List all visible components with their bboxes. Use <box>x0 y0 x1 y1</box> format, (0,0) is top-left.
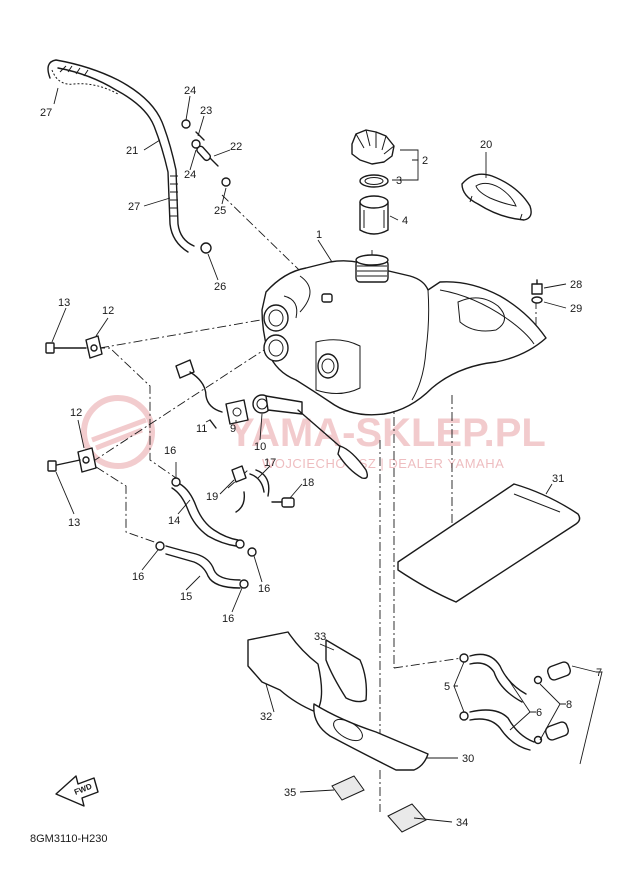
mount-hardware <box>45 335 103 473</box>
leader-lines <box>51 87 603 823</box>
callout-30: 30 <box>462 753 474 765</box>
callout-9: 9 <box>230 423 236 435</box>
callout-3: 3 <box>396 175 402 187</box>
fuel-tank <box>261 254 547 416</box>
watermark-title: YAMA-SKLEP.PL <box>228 411 546 455</box>
watermark: YAMA-SKLEP.PL WOJCIECHOWSZ | DEALER YAMA… <box>81 395 546 471</box>
fuel-sender <box>175 359 369 480</box>
pads-34-35 <box>331 775 427 833</box>
callout-28: 28 <box>570 279 582 291</box>
callout-1: 1 <box>316 229 322 241</box>
callout-32: 32 <box>260 711 272 723</box>
callout-31: 31 <box>552 473 564 485</box>
carry-handle <box>461 173 532 221</box>
callout-4: 4 <box>402 215 408 227</box>
watermark-subtitle: WOJCIECHOWSZ | DEALER YAMAHA <box>262 456 504 471</box>
callout-33: 33 <box>314 631 326 643</box>
callout-27b: 27 <box>128 201 140 213</box>
callout-24a: 24 <box>184 85 196 97</box>
callout-16c: 16 <box>258 583 270 595</box>
callout-14: 14 <box>168 515 180 527</box>
callout-11: 11 <box>196 423 207 435</box>
bolt-28-29 <box>531 279 543 304</box>
callout-16d: 16 <box>222 613 234 625</box>
callout-10: 10 <box>254 441 266 453</box>
diagram-code: 8GM3110-H230 <box>30 833 107 845</box>
callout-18: 18 <box>302 477 314 489</box>
callout-34: 34 <box>456 817 468 829</box>
fwd-arrow-icon: FWD <box>55 775 99 807</box>
drain-hoses <box>459 653 572 751</box>
callout-7: 7 <box>596 667 602 679</box>
callout-27a: 27 <box>40 107 52 119</box>
callout-19: 19 <box>206 491 218 503</box>
callout-5: 5 <box>444 681 450 693</box>
breather-hose <box>47 59 231 254</box>
callout-numbers: 1 2 3 4 5 6 7 8 9 10 11 12 12 13 13 14 1… <box>40 85 602 829</box>
callout-20: 20 <box>480 139 492 151</box>
callout-29: 29 <box>570 303 582 315</box>
callout-16a: 16 <box>164 445 176 457</box>
fuel-hoses <box>155 465 295 589</box>
protectors-30-32-33 <box>247 631 429 771</box>
callout-8: 8 <box>566 699 572 711</box>
callout-21: 21 <box>126 145 138 157</box>
callout-12a: 12 <box>102 305 114 317</box>
callout-15: 15 <box>180 591 192 603</box>
callout-2: 2 <box>422 155 428 167</box>
callout-26: 26 <box>214 281 226 293</box>
callout-24b: 24 <box>184 169 196 181</box>
callout-16b: 16 <box>132 571 144 583</box>
callout-6: 6 <box>536 707 542 719</box>
heat-shield-31 <box>397 483 581 603</box>
callout-13a: 13 <box>58 297 70 309</box>
callout-23: 23 <box>200 105 212 117</box>
callout-17: 17 <box>264 457 276 469</box>
callout-13b: 13 <box>68 517 80 529</box>
callout-12b: 12 <box>70 407 82 419</box>
fuel-cap-group <box>351 129 395 235</box>
callout-35: 35 <box>284 787 296 799</box>
callout-22: 22 <box>230 141 242 153</box>
callout-25: 25 <box>214 205 226 217</box>
